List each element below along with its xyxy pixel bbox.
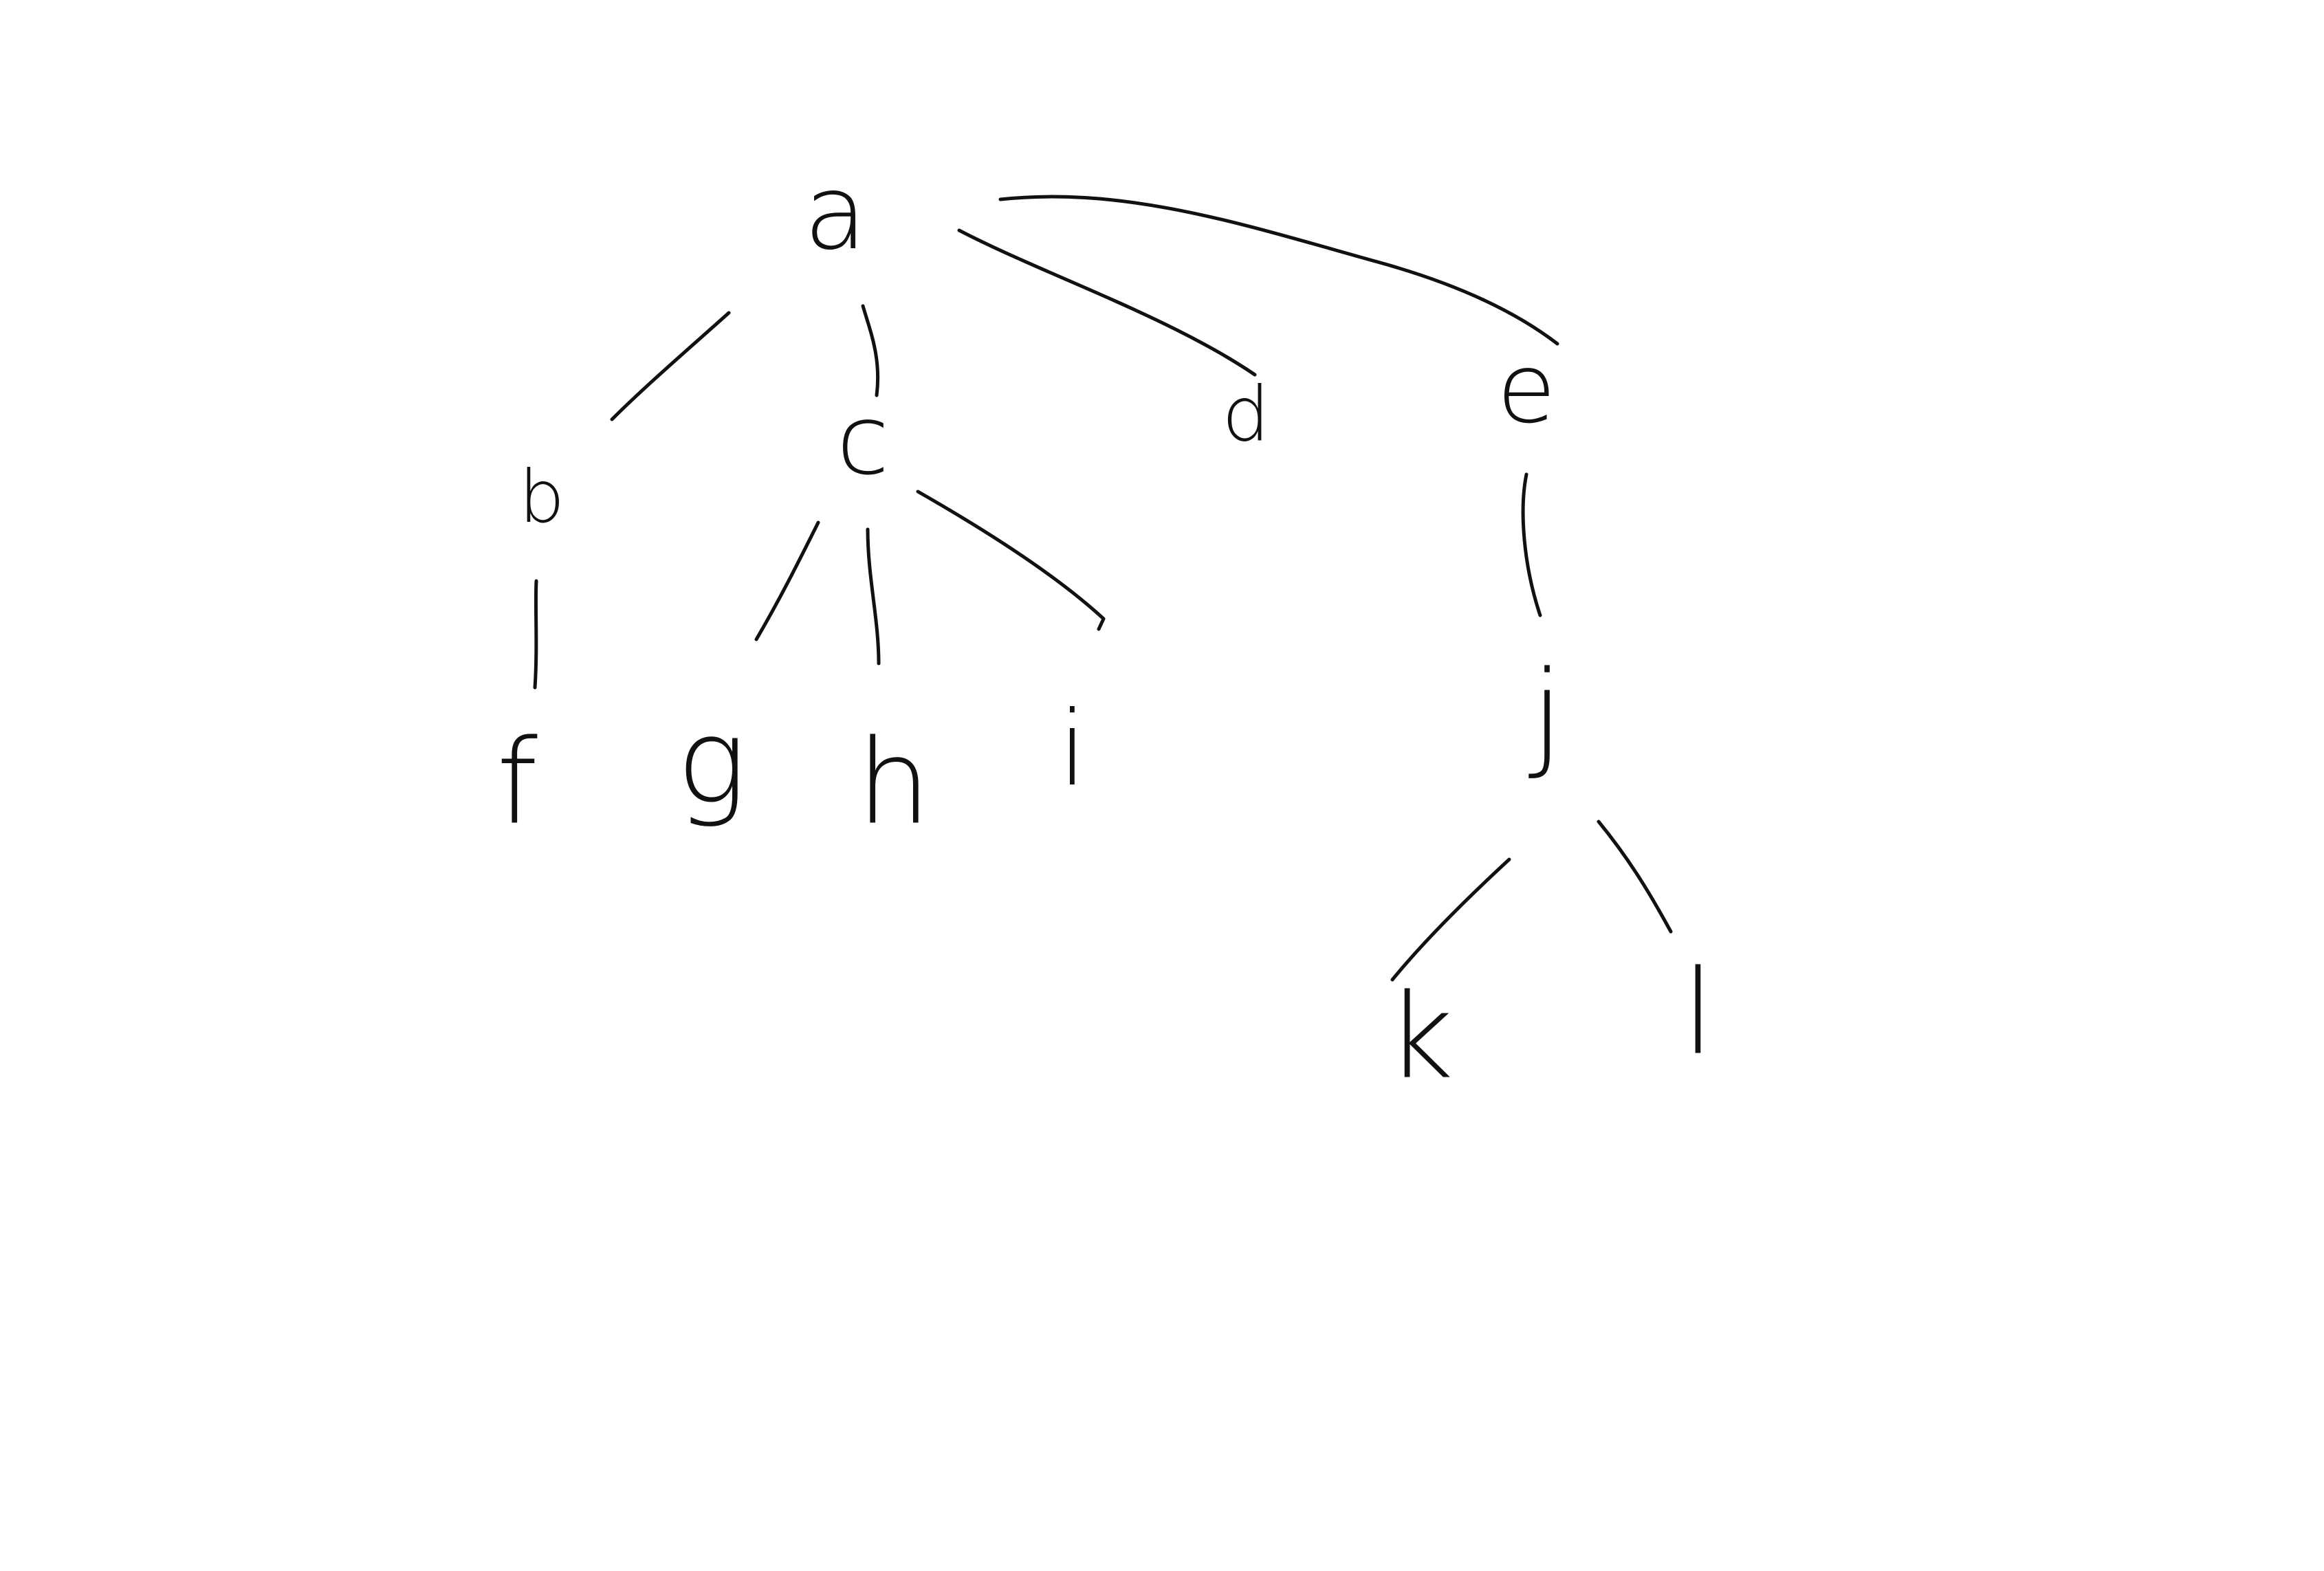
node-c: c (837, 385, 890, 497)
node-h: h (857, 715, 931, 851)
node-k: k (1386, 969, 1454, 1106)
edge-a-b (610, 311, 731, 421)
tree-edges (533, 195, 1673, 982)
node-b: b (519, 455, 565, 539)
edge-c-i (916, 490, 1106, 631)
node-f: f (496, 715, 538, 851)
edge-e-j (1521, 472, 1542, 617)
edge-c-g (754, 520, 820, 641)
edge-j-l (1597, 820, 1673, 934)
edge-a-e (998, 195, 1559, 346)
node-i: i (1058, 690, 1087, 809)
node-d: d (1222, 370, 1270, 458)
edge-b-f (533, 579, 538, 690)
edge-a-c (861, 304, 880, 397)
node-g: g (677, 694, 747, 831)
node-j: j (1528, 646, 1563, 782)
edge-a-d (957, 228, 1257, 377)
node-e: e (1497, 333, 1556, 446)
edge-c-h (866, 527, 881, 666)
node-a: a (804, 153, 867, 273)
edge-j-k (1390, 857, 1511, 982)
tree-nodes: a b c d e f g h i j k l (496, 153, 1715, 1106)
node-l: l (1682, 945, 1714, 1081)
